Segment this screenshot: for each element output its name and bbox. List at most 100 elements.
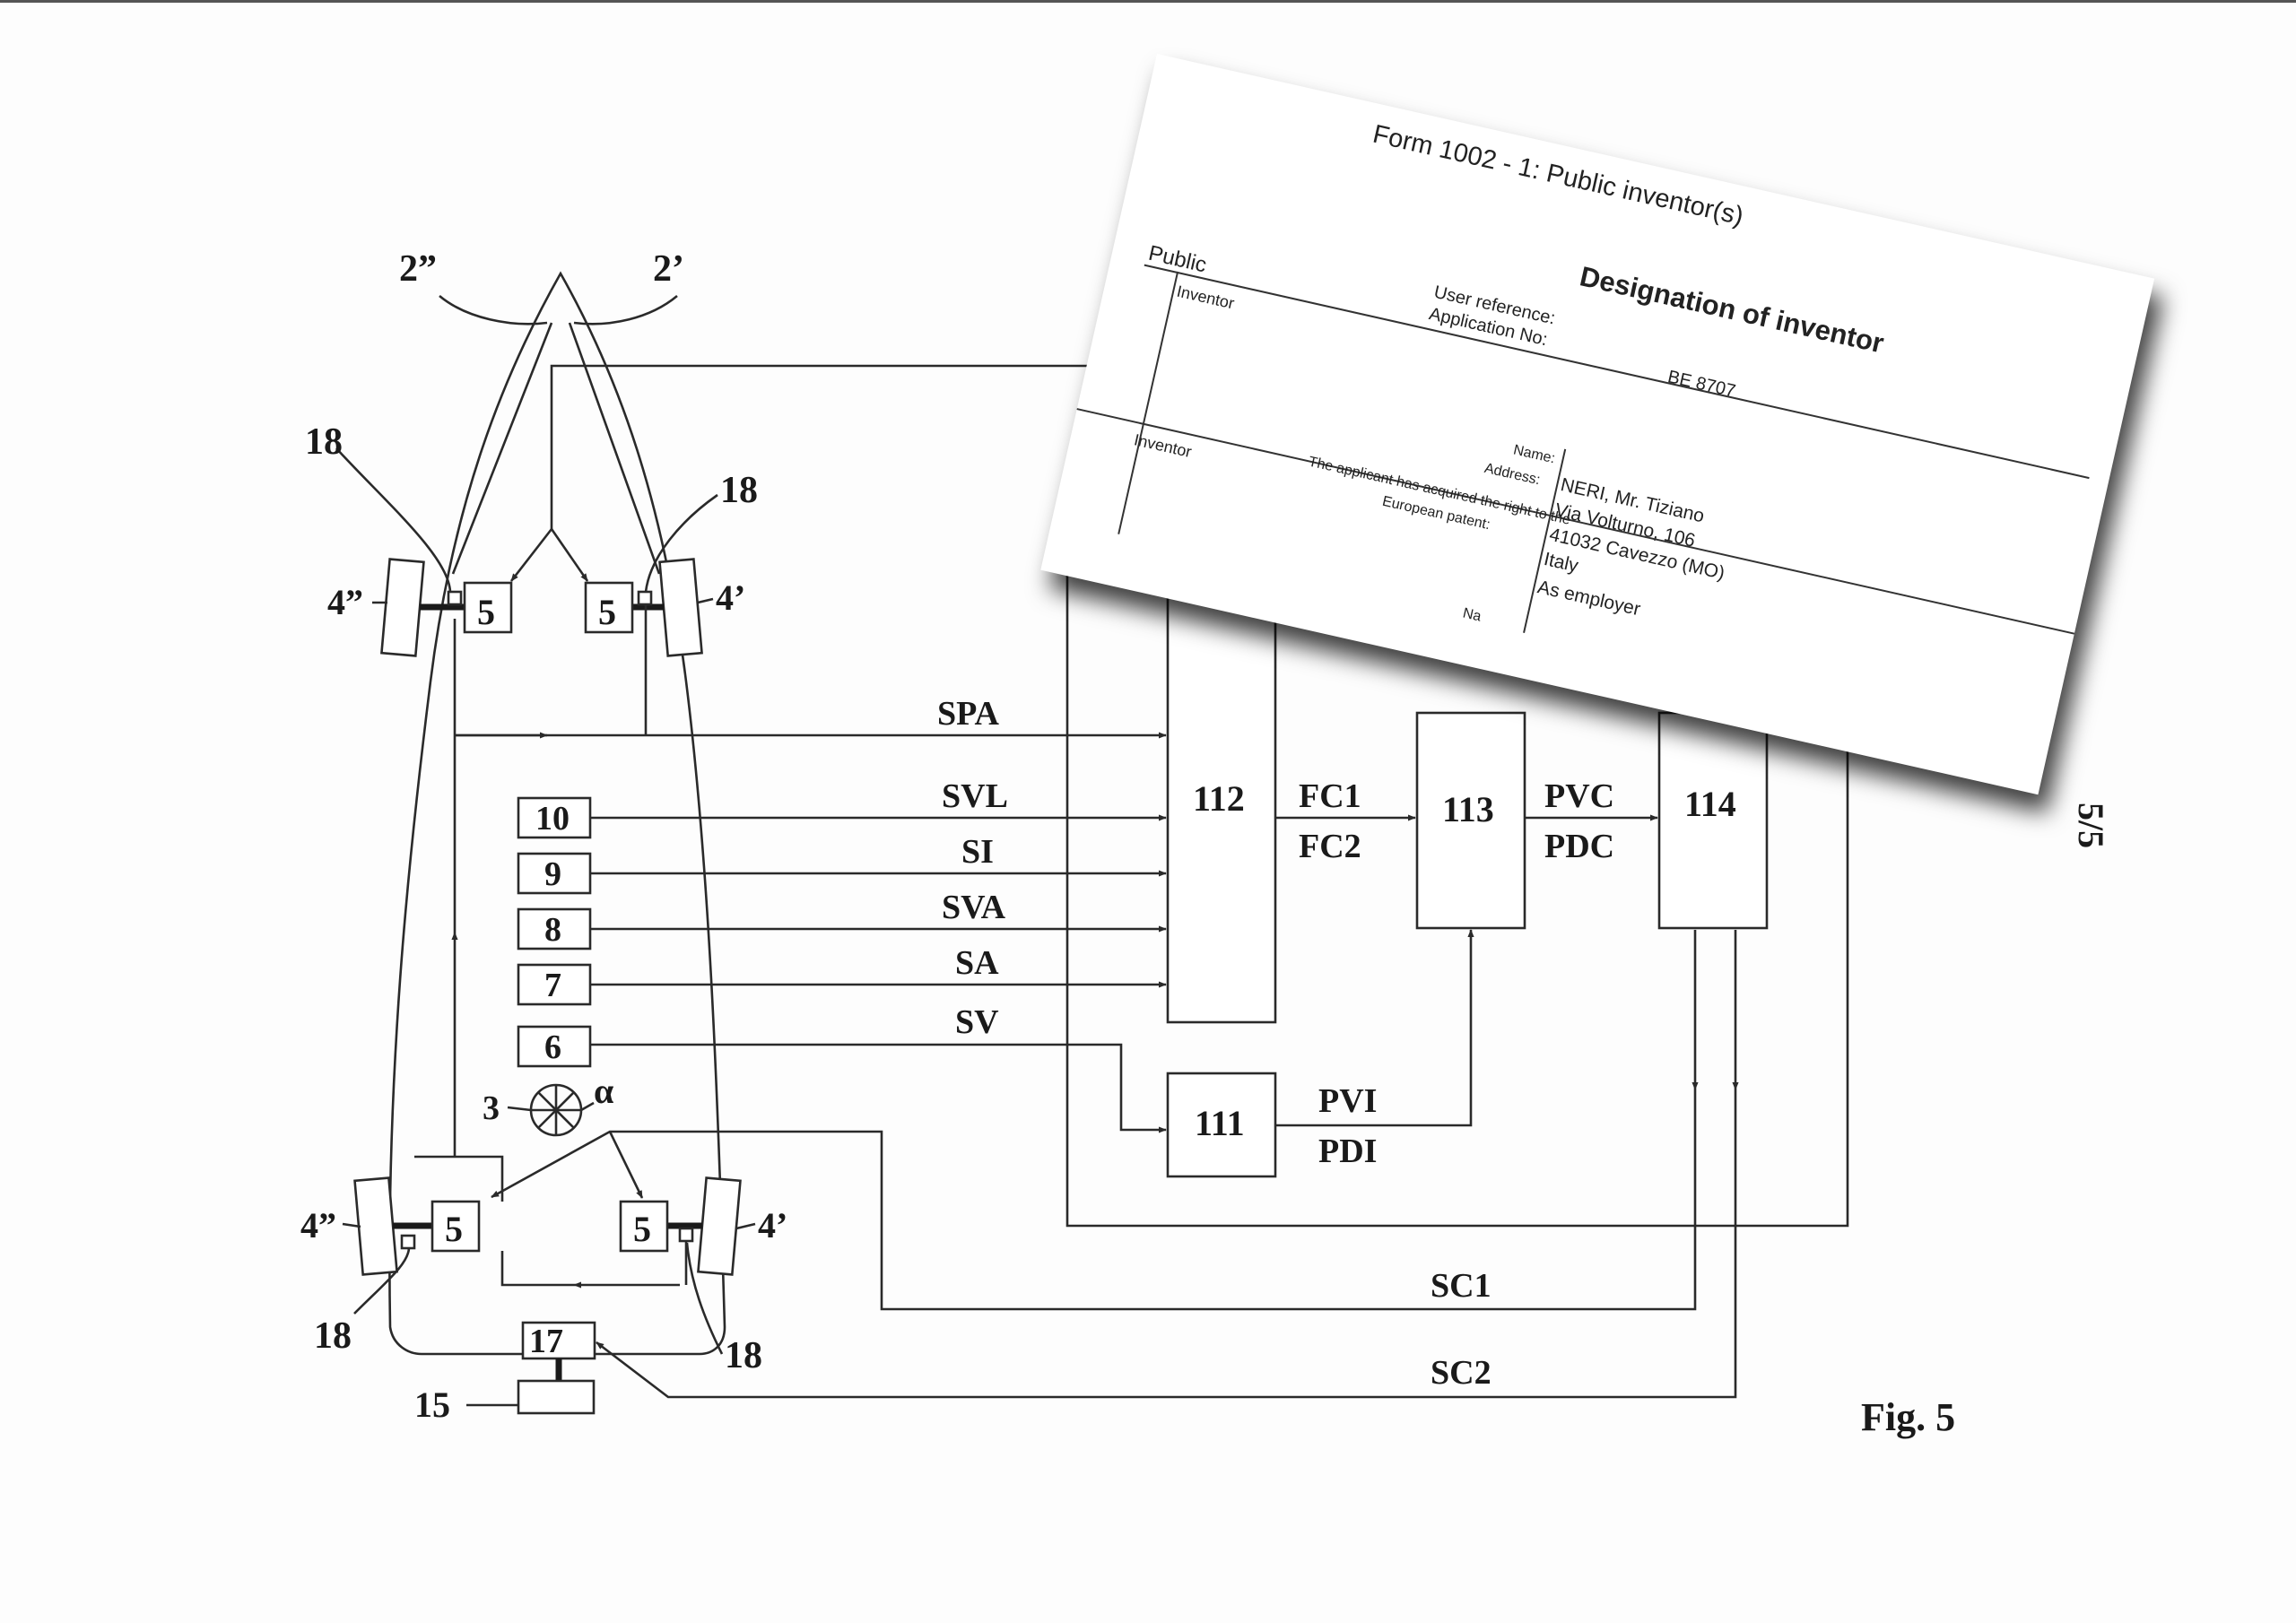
pvi-line bbox=[1275, 929, 1474, 1127]
label-fc2: FC2 bbox=[1299, 828, 1361, 865]
label-sensor-8: 8 bbox=[544, 911, 561, 949]
block-113 bbox=[1415, 711, 1526, 930]
front-actuator-left bbox=[463, 581, 513, 634]
label-fin-right: 2’ bbox=[653, 248, 684, 290]
front-sensor-left bbox=[447, 590, 463, 606]
label-18-front-left: 18 bbox=[305, 421, 343, 463]
form-rule-left bbox=[1118, 271, 1179, 534]
employer-value: As employer bbox=[1535, 577, 1643, 621]
label-sensor-6: 6 bbox=[544, 1028, 561, 1066]
rear-wheel-right bbox=[697, 1176, 742, 1276]
rear-sensor-right bbox=[678, 1227, 694, 1243]
label-actuator-front-right: 5 bbox=[598, 592, 616, 632]
front-actuator-right bbox=[584, 581, 634, 634]
label-sensor-7: 7 bbox=[544, 967, 561, 1004]
sensor-box-8 bbox=[517, 907, 592, 950]
label-fin-left: 2” bbox=[399, 248, 437, 290]
rear-feed-left bbox=[414, 1155, 504, 1202]
sc1-line bbox=[491, 1089, 1697, 1311]
front-wheel-left bbox=[380, 558, 425, 657]
label-sensor-10: 10 bbox=[535, 800, 570, 838]
label-sv: SV bbox=[955, 1003, 999, 1041]
top-border bbox=[0, 0, 2296, 3]
rear-actuator-right bbox=[619, 1200, 669, 1253]
front-wheel-right bbox=[658, 558, 703, 657]
label-pdc: PDC bbox=[1544, 828, 1614, 865]
label-svl: SVL bbox=[942, 777, 1008, 815]
box-17 bbox=[521, 1321, 596, 1360]
sensor-box-7 bbox=[517, 963, 592, 1006]
block-111 bbox=[1166, 1072, 1277, 1178]
feed-line-top bbox=[550, 364, 1157, 529]
label-4-rear-right: 4’ bbox=[758, 1205, 787, 1245]
label-block-113: 113 bbox=[1442, 789, 1494, 829]
label-fc1: FC1 bbox=[1299, 777, 1361, 815]
inventor-label-second: Inventor bbox=[1132, 430, 1194, 462]
label-spa: SPA bbox=[937, 695, 1000, 733]
label-sensor-9: 9 bbox=[544, 855, 561, 893]
rear-actuator-left bbox=[430, 1200, 481, 1253]
angle-leader bbox=[580, 1101, 595, 1112]
label-4-front-left: 4” bbox=[327, 582, 363, 622]
label-sc2: SC2 bbox=[1431, 1354, 1492, 1392]
leader-4-front-right bbox=[697, 597, 714, 604]
fin-leader-left bbox=[439, 295, 548, 325]
front-sensor-right bbox=[637, 590, 653, 606]
inventor-label: Inventor bbox=[1175, 282, 1237, 313]
form-subtitle: Designation of inventor bbox=[1577, 260, 1887, 360]
leader-18-front-right bbox=[644, 493, 718, 593]
label-sa: SA bbox=[955, 944, 999, 982]
label-pvc: PVC bbox=[1544, 777, 1614, 815]
sheet-number: 5/5 bbox=[2071, 803, 2111, 848]
label-steering: 3 bbox=[483, 1089, 500, 1127]
feed-arrow-right bbox=[550, 528, 589, 582]
rear-wheel-left bbox=[353, 1176, 398, 1276]
sensor-box-6 bbox=[517, 1025, 592, 1068]
label-4-rear-left: 4” bbox=[300, 1205, 336, 1245]
label-18-rear-left: 18 bbox=[314, 1315, 352, 1357]
leader-18-rear-right bbox=[685, 1242, 724, 1355]
sc2-line bbox=[596, 1089, 1737, 1399]
label-block-111: 111 bbox=[1195, 1103, 1245, 1143]
sc1-branch bbox=[608, 1131, 644, 1199]
feed-arrow-left bbox=[509, 528, 553, 582]
label-actuator-front-left: 5 bbox=[477, 592, 495, 632]
box-15 bbox=[517, 1379, 596, 1415]
rear-return-left bbox=[500, 1251, 574, 1287]
fin-center-right bbox=[568, 322, 661, 575]
name-label-cut: Na bbox=[1461, 605, 1483, 625]
label-pdi: PDI bbox=[1318, 1133, 1377, 1170]
figure-caption: Fig. 5 bbox=[1861, 1395, 1955, 1439]
fin-leader-right bbox=[573, 295, 678, 325]
label-block-112: 112 bbox=[1193, 778, 1245, 819]
label-4-front-right: 4’ bbox=[716, 577, 745, 618]
label-angle: α bbox=[594, 1071, 613, 1111]
label-si: SI bbox=[961, 833, 994, 871]
label-box-17: 17 bbox=[529, 1323, 563, 1360]
label-18-front-right: 18 bbox=[720, 470, 758, 511]
rear-sensor-left bbox=[400, 1234, 416, 1250]
sensor-box-9 bbox=[517, 852, 592, 895]
inventor-country: Italy bbox=[1542, 548, 1580, 577]
label-sva: SVA bbox=[942, 889, 1006, 926]
block-114 bbox=[1657, 711, 1769, 930]
leader-18-rear-left bbox=[353, 1247, 411, 1315]
label-pvi: PVI bbox=[1318, 1082, 1377, 1120]
label-block-114: 114 bbox=[1684, 784, 1736, 824]
leader-18-front-left bbox=[335, 447, 452, 593]
steering-leader bbox=[507, 1106, 532, 1112]
block-112 bbox=[1166, 568, 1277, 1024]
leader-4-rear-left bbox=[342, 1222, 361, 1228]
label-box-15: 15 bbox=[414, 1384, 450, 1425]
name-label: Name: bbox=[1511, 442, 1557, 467]
label-actuator-rear-right: 5 bbox=[633, 1209, 651, 1249]
label-actuator-rear-left: 5 bbox=[445, 1209, 463, 1249]
leader-4-rear-right bbox=[735, 1222, 756, 1230]
sv-line bbox=[590, 1043, 1167, 1133]
label-18-rear-right: 18 bbox=[725, 1335, 762, 1376]
address-label: Address: bbox=[1483, 460, 1542, 489]
label-sc1: SC1 bbox=[1431, 1267, 1492, 1305]
sensor-box-10 bbox=[517, 796, 592, 839]
